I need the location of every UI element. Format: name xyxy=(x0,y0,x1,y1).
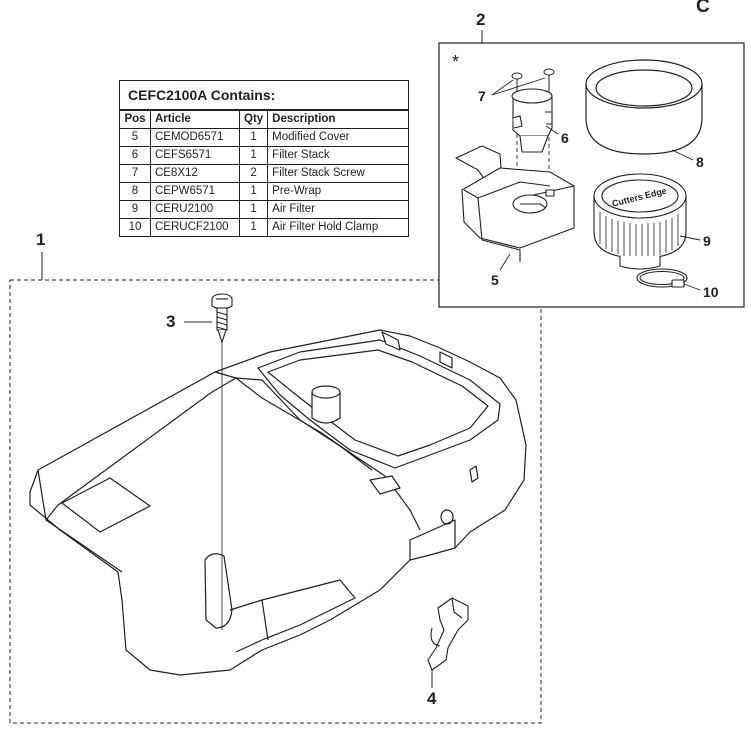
cell-description: Pre-Wrap xyxy=(267,182,408,201)
table-row: 9 CERU2100 1 Air Filter xyxy=(120,200,408,219)
cell-article: CERU2100 xyxy=(150,200,240,219)
cell-description: Filter Stack xyxy=(267,146,408,165)
callout-10: 10 xyxy=(703,284,719,300)
cell-qty: 1 xyxy=(238,146,269,165)
cell-qty: 1 xyxy=(238,200,269,219)
table-row: 6 CEFS6571 1 Filter Stack xyxy=(120,146,408,165)
callout-2: 2 xyxy=(476,10,486,29)
cell-article: CEPW6571 xyxy=(150,182,240,201)
hold-clamp-leader xyxy=(683,283,701,291)
callout-3: 3 xyxy=(166,312,176,331)
callout-4: 4 xyxy=(427,689,437,708)
corner-label: C xyxy=(696,0,710,17)
cell-pos: 5 xyxy=(120,128,151,147)
parts-table-title: CEFC2100A Contains: xyxy=(120,81,408,110)
callout-7: 7 xyxy=(478,88,486,104)
callout-8: 8 xyxy=(696,154,704,170)
callout-9: 9 xyxy=(703,233,711,249)
cell-qty: 2 xyxy=(238,164,269,183)
screw-part xyxy=(211,293,233,344)
cell-article: CERUCF2100 xyxy=(150,218,240,236)
table-row: 10 CERUCF2100 1 Air Filter Hold Clamp xyxy=(120,218,408,236)
kit-marker: * xyxy=(452,52,460,72)
header-qty: Qty xyxy=(238,110,269,129)
table-row: 8 CEPW6571 1 Pre-Wrap xyxy=(120,182,408,201)
cell-pos: 8 xyxy=(120,182,151,201)
callout-6: 6 xyxy=(561,130,569,146)
stack-screws xyxy=(511,68,555,92)
cell-qty: 1 xyxy=(238,218,269,236)
pre-wrap-leader xyxy=(671,149,694,161)
cell-qty: 1 xyxy=(238,128,269,147)
cell-pos: 9 xyxy=(120,200,151,219)
header-description: Description xyxy=(267,110,408,129)
assembly-boundary xyxy=(9,279,542,724)
header-pos: Pos xyxy=(120,110,151,129)
cell-pos: 10 xyxy=(120,218,151,236)
cell-qty: 1 xyxy=(238,182,269,201)
modified-cover-part xyxy=(455,145,575,262)
clip-part xyxy=(427,597,469,671)
callout-5: 5 xyxy=(491,272,499,288)
header-article: Article xyxy=(150,110,240,129)
cell-article: CEFS6571 xyxy=(150,146,240,165)
cell-description: Air Filter xyxy=(267,200,408,219)
cell-pos: 7 xyxy=(120,164,151,183)
cell-pos: 6 xyxy=(120,146,151,165)
table-row: 7 CE8X12 2 Filter Stack Screw xyxy=(120,164,408,183)
table-header-row: Pos Article Qty Description xyxy=(120,110,408,129)
cell-article: CEMOD6571 xyxy=(150,128,240,147)
modified-cover-leader xyxy=(499,253,511,271)
cover-part xyxy=(29,329,527,676)
callout-1: 1 xyxy=(36,230,46,249)
table-row: 5 CEMOD6571 1 Modified Cover xyxy=(120,128,408,147)
hold-clamp-part xyxy=(636,268,688,288)
cell-article: CE8X12 xyxy=(150,164,240,183)
cell-description: Air Filter Hold Clamp xyxy=(267,218,408,236)
air-filter-part xyxy=(593,173,687,270)
air-filter-leader xyxy=(679,235,701,241)
cell-description: Modified Cover xyxy=(267,128,408,147)
pre-wrap-part xyxy=(585,59,703,155)
filter-stack-part xyxy=(511,88,553,153)
cell-description: Filter Stack Screw xyxy=(267,164,408,183)
filter-stack-leader xyxy=(545,125,559,135)
parts-table: CEFC2100A Contains: Pos Article Qty Desc… xyxy=(119,80,409,237)
parts-table-grid: Pos Article Qty Description 5 CEMOD6571 … xyxy=(120,110,408,236)
